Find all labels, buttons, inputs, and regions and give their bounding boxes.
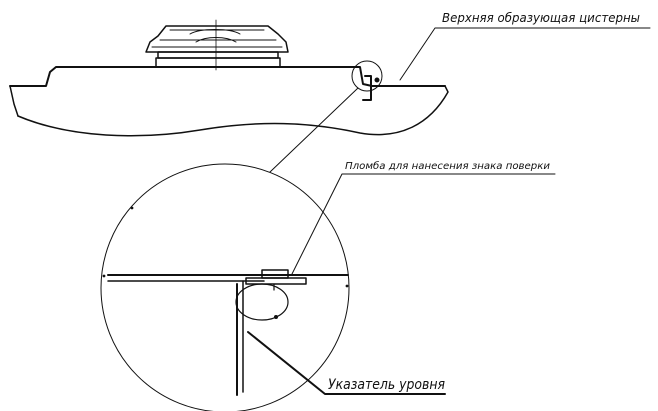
- detail-circle-tick: [345, 284, 349, 288]
- hatch-cover: [145, 25, 289, 53]
- detail-circle-tick: [102, 274, 106, 278]
- tank-break-line: [17, 85, 449, 137]
- detail-view: [100, 163, 556, 411]
- level-indicator-label: Указатель уровня: [328, 377, 445, 393]
- tank-detail-bracket: [362, 75, 372, 101]
- hatch-base-inner: [157, 51, 279, 59]
- tank-detail: [351, 60, 383, 101]
- tank-top-label: Верхняя образующая цистерны: [442, 11, 640, 25]
- detail-circle: [100, 163, 350, 411]
- hatch-assembly: [145, 19, 289, 71]
- detail-connector-line: [269, 87, 359, 173]
- seal-label: Пломба для нанесения знака поверки: [345, 161, 550, 172]
- hatch-cover-detail: [151, 29, 283, 48]
- tank-top-leader: [399, 27, 651, 81]
- seal-area-ellipse: [235, 283, 289, 321]
- indicator-leader: [247, 331, 446, 395]
- seal-leader: [291, 173, 556, 275]
- hatch-base: [155, 57, 281, 68]
- tank-left-edge: [9, 85, 19, 117]
- seal-center-dot: [274, 315, 278, 319]
- detail-circle-tick: [130, 206, 134, 210]
- tank-detail-marker-circle: [351, 60, 383, 92]
- seal-plate: [245, 277, 307, 285]
- tank-detail-point: [374, 77, 380, 83]
